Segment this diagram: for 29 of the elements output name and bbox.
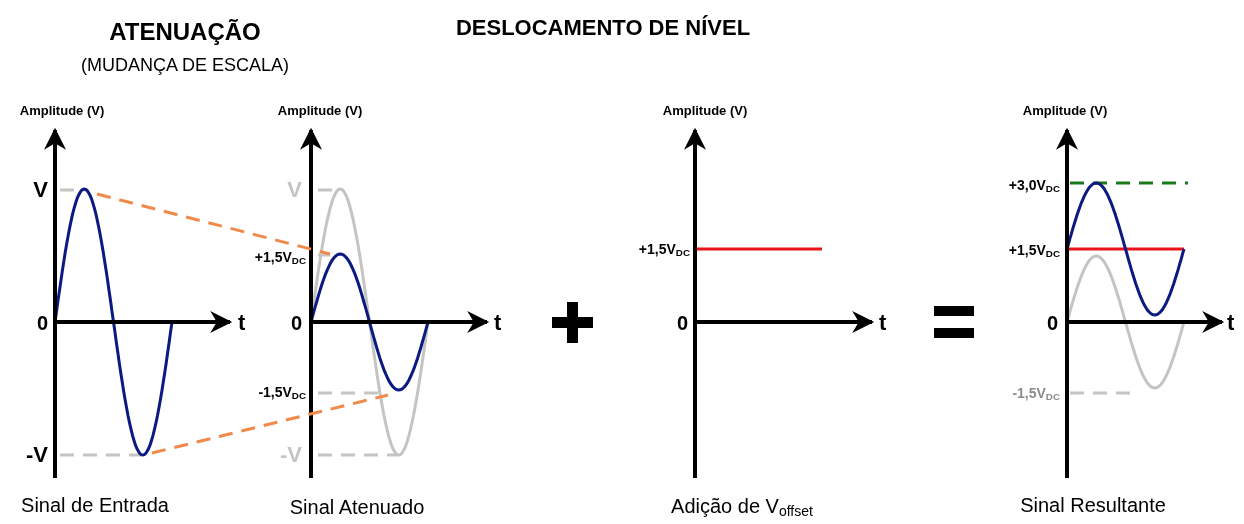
tick-label: 0 <box>290 313 302 333</box>
heading: DESLOCAMENTO DE NÍVEL <box>455 17 751 39</box>
tick-label: +1,5V$_{DC}$ <box>254 249 306 267</box>
panel-caption: Adição de V$_{offset}$ <box>671 495 813 519</box>
tick-label: -1,5V$_{DC}$ <box>1012 385 1060 403</box>
tick-label: -V <box>280 444 302 466</box>
tick-label: 0 <box>36 313 48 333</box>
tick-label: +3,0V$_{DC}$ <box>1008 177 1060 195</box>
tick-label: V <box>33 179 48 201</box>
axis-title: Amplitude (V) <box>662 103 748 117</box>
axis-title: Amplitude (V) <box>277 103 363 117</box>
tick-label: +1,5V$_{DC}$ <box>1008 242 1060 260</box>
tick-label: -1,5V$_{DC}$ <box>258 384 306 402</box>
tick-label: 0 <box>1046 313 1058 333</box>
tick-label: -V <box>26 444 48 466</box>
tick-label: +1,5V$_{DC}$ <box>638 241 690 259</box>
tick-label: V <box>287 179 302 201</box>
tick-label: 0 <box>676 313 688 333</box>
axis-title: Amplitude (V) <box>1022 103 1108 117</box>
axis-label: t <box>494 312 502 334</box>
axis-label: t <box>238 312 246 334</box>
axis-title: Amplitude (V) <box>19 103 105 117</box>
heading: ATENUAÇÃO <box>109 20 261 44</box>
panel-caption: Sinal Resultante <box>1020 495 1166 515</box>
panel-caption: Sinal Atenuado <box>289 497 425 517</box>
axis-label: t <box>879 312 887 334</box>
subheading: (MUDANÇA DE ESCALA) <box>81 56 289 74</box>
panel-caption: Sinal de Entrada <box>21 495 169 515</box>
axis-label: t <box>1227 312 1235 334</box>
